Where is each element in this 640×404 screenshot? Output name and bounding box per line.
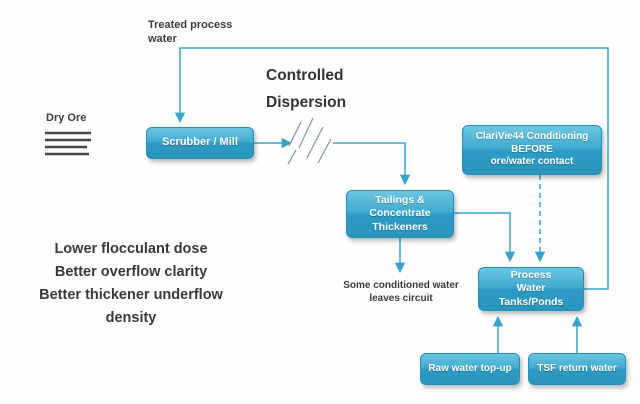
conditioned-water-leaves-label: Some conditioned water leaves circuit	[343, 280, 459, 304]
dry-ore-icon	[45, 131, 91, 156]
arrow-tailings-to-process	[454, 212, 516, 263]
node-tailings-thickeners: Tailings & Concentrate Thickeners	[346, 190, 454, 238]
node-raw-water-topup: Raw water top-up	[420, 353, 520, 385]
node-scrubber-mill: Scrubber / Mill	[146, 127, 254, 159]
dry-ore-label: Dry Ore	[46, 112, 87, 124]
controlled-dispersion-label: Controlled Dispersion	[266, 67, 347, 111]
arrow-recycle-loop	[174, 47, 609, 290]
treated-process-water-label: Treated process water	[148, 19, 233, 45]
arrow-dispersion-to-tailings	[333, 142, 411, 186]
node-process-water-tanks: Process Water Tanks/Ponds	[478, 267, 584, 311]
node-tsf-return-water: TSF return water	[528, 353, 626, 385]
node-clarivie44-conditioning: ClariVie44 Conditioning BEFORE ore/water…	[462, 125, 602, 175]
benefits-text: Lower flocculant dose Better overflow cl…	[39, 241, 223, 326]
dispersion-icon	[287, 117, 332, 165]
